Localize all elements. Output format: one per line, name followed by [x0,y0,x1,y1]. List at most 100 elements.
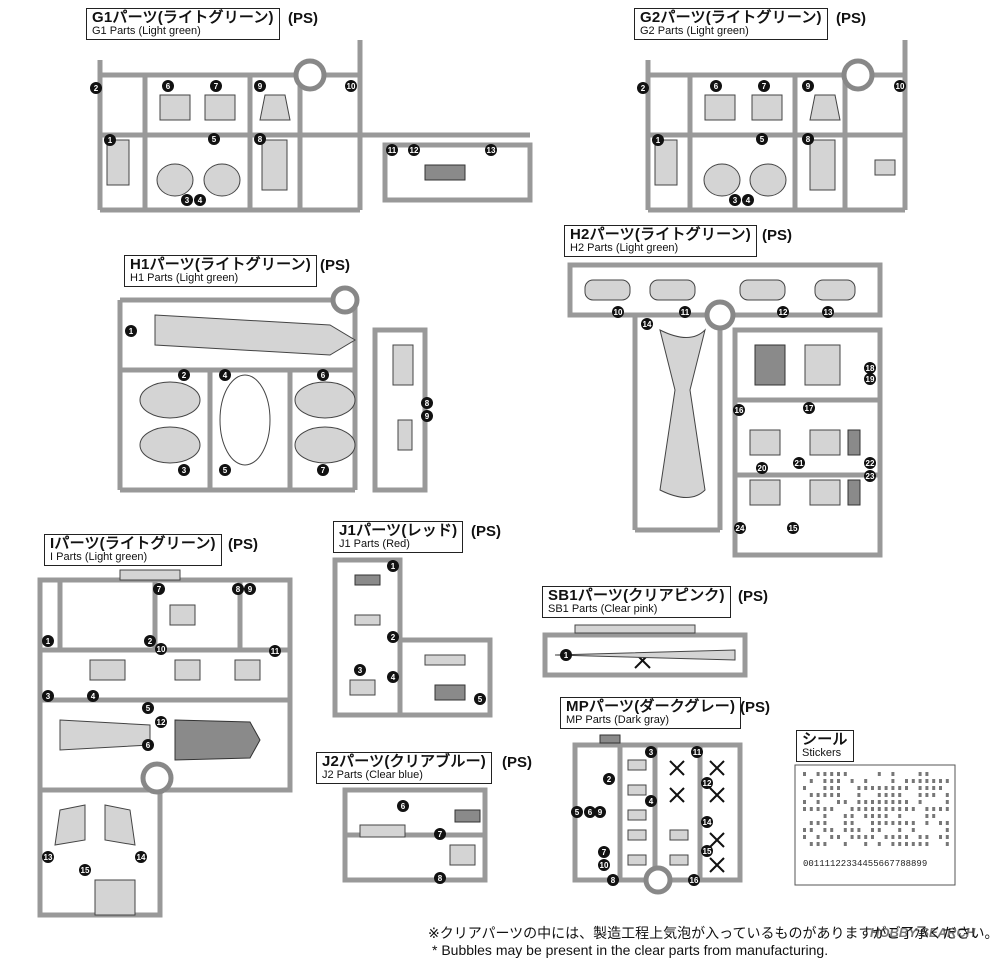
sticker-decal [851,814,854,818]
g2-title-jp: G2パーツ(ライトグリーン) [640,10,822,26]
sticker-decal [837,772,840,776]
g1-part-number: 3 [185,196,190,205]
sticker-decal [891,786,894,790]
sticker-decal [891,793,894,797]
sticker-decal [823,779,826,783]
g1-part-number: 7 [214,82,219,91]
sticker-decal [919,842,922,846]
g1-part-number: 6 [166,82,171,91]
sticker-decal [871,814,874,818]
sticker-decal [898,807,901,811]
h2-title-en: H2 Parts (Light green) [570,243,751,255]
g1-part-number: 5 [212,135,217,144]
sticker-decal [851,821,854,825]
mp-part-number: 11 [693,748,702,757]
h1-part-number: 4 [223,371,228,380]
sb1-title-jp: SB1パーツ(クリアピンク) [548,588,725,604]
footnote-jp: ※クリアパーツの中には、製造工程上気泡が入っているものがありますがご了承ください… [428,923,998,943]
sticker-decal [919,835,922,839]
sticker-decal [823,793,826,797]
h2-part-number: 15 [789,524,798,533]
sticker-decal [844,814,847,818]
h1-part-number: 7 [321,466,326,475]
sticker-numbers: 00111122334455667788899 [803,859,927,869]
j1-title-jp: J1パーツ(レッド) [339,523,457,539]
h2-title-box: H2パーツ(ライトグリーン) H2 Parts (Light green) [564,225,757,257]
sticker-decal [898,793,901,797]
sticker-decal [925,793,928,797]
sticker-decal [905,821,908,825]
j2-sprue [345,790,485,880]
h2-part-number: 14 [643,320,652,329]
i-part-number: 14 [137,853,146,862]
g2-part-number: 3 [733,196,738,205]
sticker-decal [932,793,935,797]
h2-part-number: 12 [779,308,788,317]
sticker-decal [830,786,833,790]
g1-part-number: 9 [258,82,263,91]
mp-part-number: 15 [703,847,712,856]
sticker-decal [878,772,881,776]
h2-part-number: 22 [866,459,875,468]
g2-part-number: 10 [896,82,905,91]
sticker-decal [878,828,881,832]
g2-material: (PS) [836,10,866,27]
sb1-title-box: SB1パーツ(クリアピンク) SB1 Parts (Clear pink) [542,586,731,618]
g1-sprue [100,40,530,210]
g2-part-number: 1 [656,136,661,145]
h1-sprue [120,288,425,490]
h2-part-number: 11 [681,308,690,317]
mp-part-number: 3 [649,748,654,757]
i-part-number: 7 [157,585,162,594]
sticker-decal [830,807,833,811]
sticker-decal [912,779,915,783]
sticker-decal [925,842,928,846]
sticker-decal [946,779,949,783]
sticker-decal [925,835,928,839]
h2-part-number: 19 [866,375,875,384]
sticker-decal [857,786,860,790]
sticker-decal [939,835,942,839]
g1-part-number: 1 [108,136,113,145]
sticker-decal [946,800,949,804]
i-part-number: 3 [46,692,51,701]
sb1-part-number: 1 [564,651,569,660]
sticker-decal [878,807,881,811]
i-title-box: Iパーツ(ライトグリーン) I Parts (Light green) [44,534,222,566]
sticker-decal [946,828,949,832]
sticker-decal [844,772,847,776]
sticker-decal [823,807,826,811]
j2-material: (PS) [502,754,532,771]
sticker-decal [830,779,833,783]
sticker-decal [837,786,840,790]
mp-title-en: MP Parts (Dark gray) [566,715,735,727]
sticker-decal [823,842,826,846]
i-title-jp: Iパーツ(ライトグリーン) [50,536,216,552]
i-material: (PS) [228,536,258,553]
j2-title-box: J2パーツ(クリアブルー) J2 Parts (Clear blue) [316,752,492,784]
g1-part-number: 2 [94,84,99,93]
sticker-decal [891,842,894,846]
sticker-decal [851,807,854,811]
sticker-decal [871,800,874,804]
g1-title-box: G1パーツ(ライトグリーン) G1 Parts (Light green) [86,8,280,40]
sticker-decal [817,793,820,797]
footnote-en: * Bubbles may be present in the clear pa… [432,942,828,958]
i-part-number: 13 [44,853,53,862]
sticker-decal [898,828,901,832]
i-part-number: 4 [91,692,96,701]
sticker-decal [885,800,888,804]
sticker-decal [830,835,833,839]
sticker-decal [864,807,867,811]
sticker-decal [891,807,894,811]
sticker-decal [851,828,854,832]
i-part-number: 8 [236,585,241,594]
mp-part-number: 9 [598,808,603,817]
sticker-decal [912,821,915,825]
sticker-decal [837,779,840,783]
sticker-decal [844,800,847,804]
sticker-decal [823,821,826,825]
mp-part-number: 6 [588,808,593,817]
sticker-decal [939,786,942,790]
h2-part-number: 18 [866,364,875,373]
